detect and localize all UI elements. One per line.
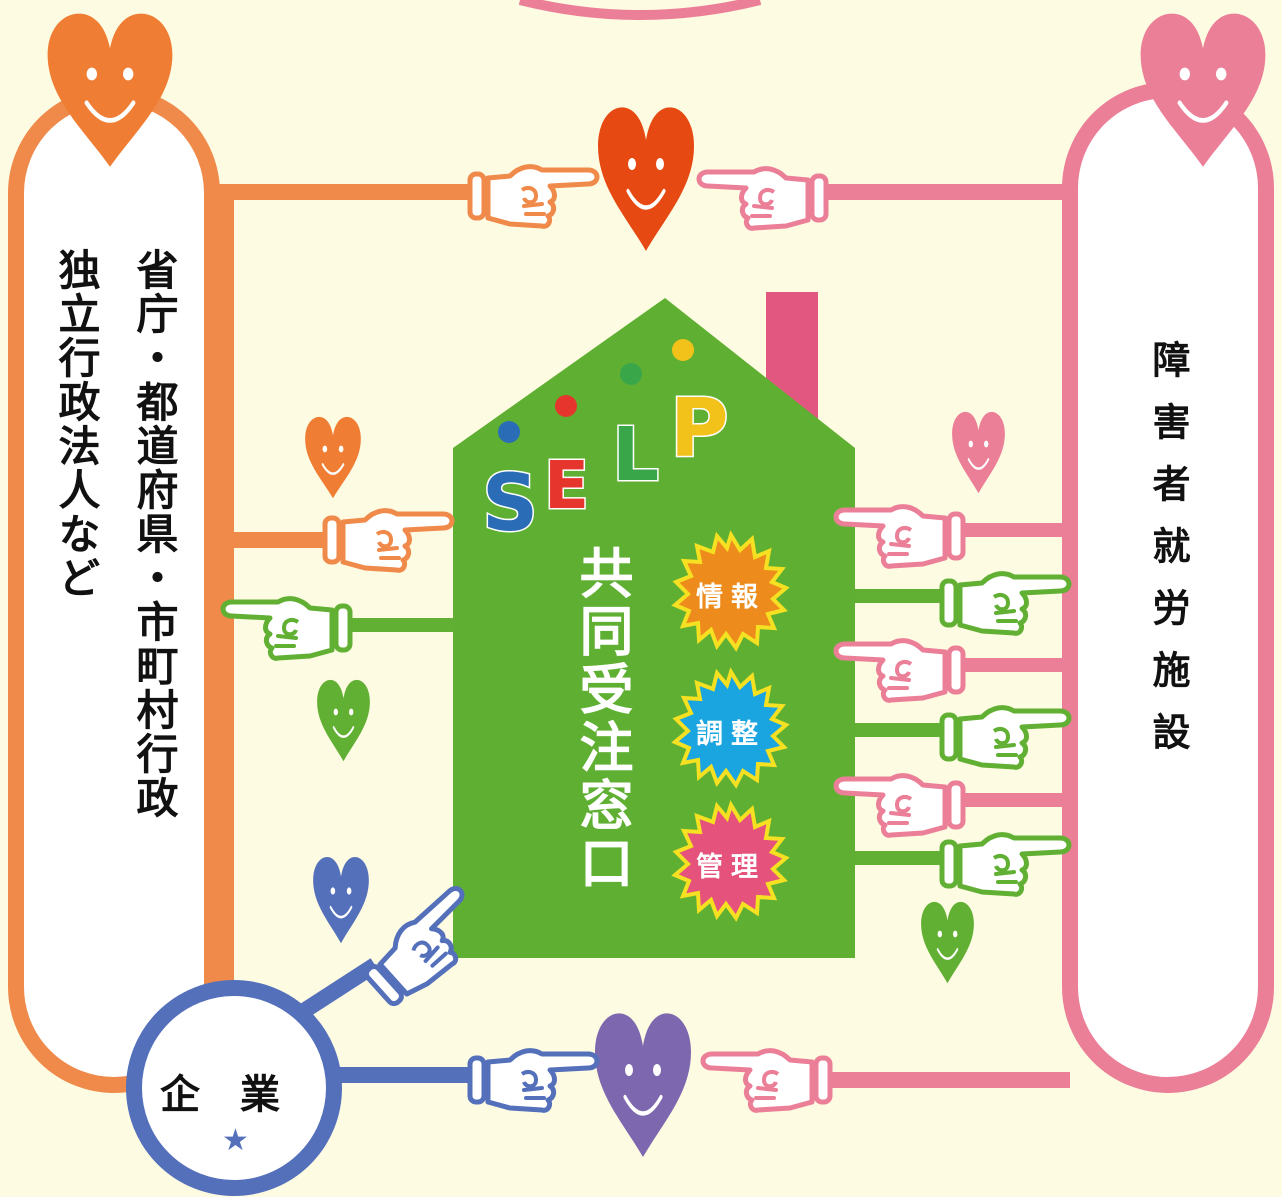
badge-info bbox=[671, 530, 790, 652]
badge-label-adjust: 調整 bbox=[696, 719, 766, 750]
pointing-hand-icon bbox=[325, 511, 452, 571]
logo-e: E bbox=[544, 447, 589, 524]
top-arc bbox=[518, 0, 762, 20]
heart-smile-icon bbox=[952, 411, 1005, 494]
badge-label-manage: 管理 bbox=[696, 852, 766, 883]
heart-smile-icon bbox=[595, 1013, 691, 1157]
selp-logo: S E L P bbox=[481, 339, 730, 551]
heart-smile-icon bbox=[305, 416, 361, 499]
right-box-label: 障害者就労施設 bbox=[1146, 340, 1190, 774]
house bbox=[453, 298, 855, 958]
logo-s: S bbox=[482, 459, 538, 549]
left-box-text-line2: 独立行政法人など bbox=[52, 248, 101, 600]
pointing-hand-icon bbox=[836, 507, 963, 567]
heart-smile-icon bbox=[317, 679, 370, 762]
pointing-hand-icon bbox=[699, 169, 826, 229]
connector-lines bbox=[212, 184, 1070, 1088]
left-box-text-line1: 省庁・都道府県・市町村行政 bbox=[130, 248, 179, 820]
pointing-hand-icon bbox=[836, 641, 963, 701]
company-circle bbox=[126, 980, 342, 1196]
pointing-hand-icon bbox=[836, 776, 963, 836]
pointing-hand-icon bbox=[703, 1051, 830, 1111]
pointing-hand-icon bbox=[470, 167, 597, 227]
house-title: 共同受注窓口 bbox=[570, 545, 633, 893]
heart-smile-icon bbox=[598, 107, 694, 251]
company-label: 企業 bbox=[160, 1072, 320, 1118]
pointing-hand-icon bbox=[942, 835, 1069, 895]
heart-smile-icon bbox=[313, 857, 369, 944]
heart-smile-icon bbox=[921, 901, 974, 984]
pointing-hand-icon bbox=[470, 1051, 597, 1111]
pointing-hand-icon bbox=[942, 708, 1069, 768]
logo-p: P bbox=[670, 382, 729, 475]
badge-manage bbox=[671, 800, 790, 922]
badge-label-info: 情報 bbox=[696, 582, 766, 613]
star-icon: ★ bbox=[222, 1123, 249, 1158]
pointing-hand-icon bbox=[223, 599, 350, 659]
logo-l: L bbox=[612, 412, 659, 498]
pointing-hand-icon bbox=[942, 574, 1069, 634]
badge-adjust bbox=[671, 667, 790, 789]
